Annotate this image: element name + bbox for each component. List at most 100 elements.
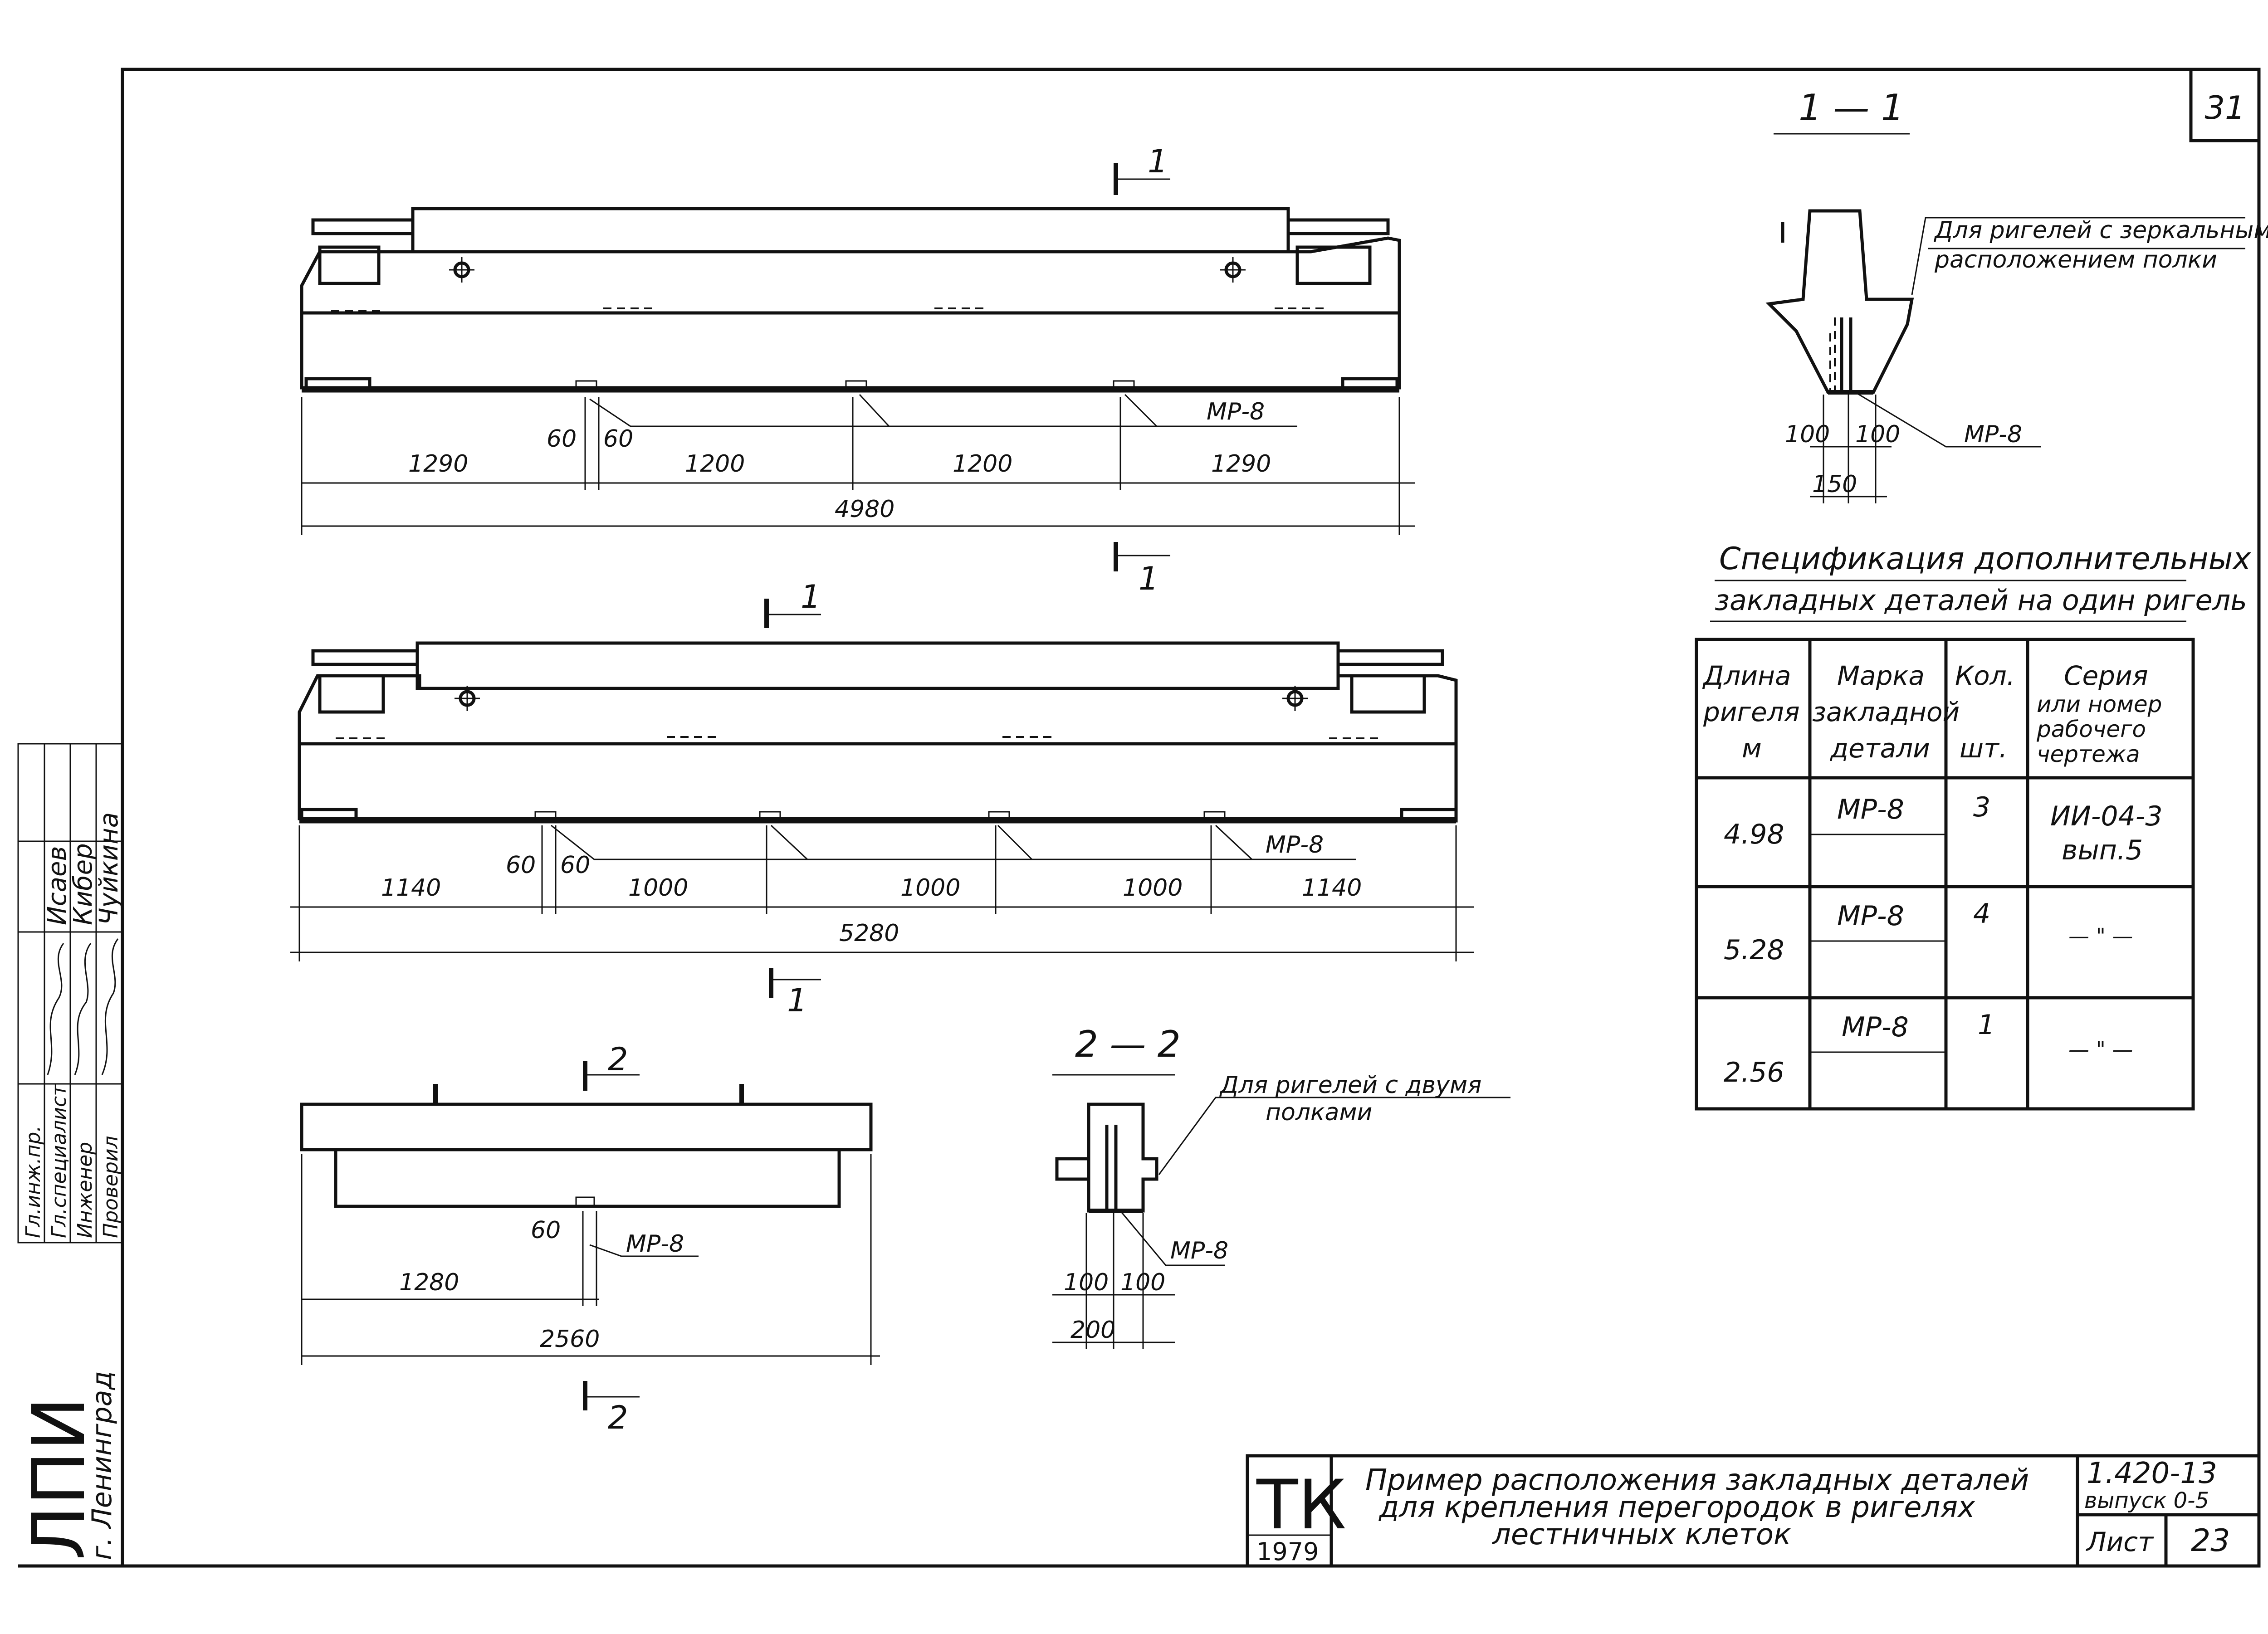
beam-2-top-rib [415, 641, 1340, 690]
spec-row-3-mark: МР-8 [1842, 1011, 1909, 1043]
section-2-2-dim-left: 100 [1064, 1269, 1109, 1296]
section-2-2-dim-right: 100 [1120, 1269, 1165, 1296]
section-1-1: 1 — 1 МР-8 100 100 150 Для ригелей с зер… [1765, 87, 2268, 503]
stamp-role-1: Гл.инж.пр. [22, 1126, 45, 1238]
sheet-value: 23 [2191, 1523, 2230, 1559]
org-logo: ЛПИ [16, 1397, 101, 1560]
spec-row-1-qty: 3 [1973, 791, 1990, 823]
stamp-role-4: Проверил [99, 1136, 122, 1238]
beam-2-gap-right: 60 [560, 852, 590, 879]
spec-header: Длина ригеля м Марка закладной детали Ко… [1702, 660, 2162, 767]
spec-header-series-4: чертежа [2037, 741, 2140, 767]
cut-mark-1-top: 1 [1114, 143, 1170, 195]
beam-3-gap: 60 [531, 1217, 561, 1244]
spec-table: Спецификация дополнительных закладных де… [1695, 541, 2251, 1111]
spec-row-3-qty: 1 [1978, 1009, 1995, 1041]
spec-row-3-series: — " — [2068, 1037, 2133, 1062]
approval-stamp: Гл.инж.пр. Гл.специалист Инженер Провери… [16, 743, 124, 1560]
beam-3-bottom [334, 1148, 841, 1208]
beam-3-mark-label: МР-8 [626, 1230, 684, 1258]
spec-row-3-length: 2.56 [1724, 1057, 1784, 1088]
cut-mark-2-bottom: 1 [769, 968, 821, 1019]
beam-2-dim-d: 1000 [1123, 874, 1183, 902]
svg-text:1: 1 [1139, 560, 1159, 597]
section-2-2-mark: МР-8 [1170, 1237, 1228, 1264]
beam-2-mark-label: МР-8 [1266, 831, 1324, 858]
spec-rows: 4.98 МР-8 3 ИИ-04-3 вып.5 5.28 МР-8 4 — … [1724, 791, 2163, 1088]
cut-mark-1-bottom: 1 [1114, 542, 1170, 597]
spec-header-qty-1: Кол. [1955, 660, 2015, 691]
cut-mark-2-top: 1 [764, 578, 821, 628]
beam-1-dimensions: 60 60 1290 1200 1200 1290 4980 [301, 397, 1415, 535]
section-1-1-title: 1 — 1 [1799, 87, 1904, 129]
section-1-1-mark: МР-8 [1964, 421, 2022, 448]
beam-2-total: 5280 [839, 920, 899, 947]
spec-header-length-1: Длина [1702, 660, 1791, 691]
note-two-shelves-line-1: Для ригелей с двумя [1219, 1072, 1481, 1099]
title-block: ТК 1979 Пример расположения закладных де… [1246, 1454, 2261, 1568]
beam-1-total: 4980 [835, 496, 894, 523]
beam-2-gap-left: 60 [506, 852, 536, 879]
spec-title-line-2: закладных деталей на один ригель [1715, 584, 2247, 617]
spec-title-line-1: Спецификация дополнительных [1719, 541, 2251, 577]
sheet-label: Лист [2086, 1527, 2154, 1557]
spec-row-1-length: 4.98 [1724, 819, 1784, 850]
spec-row-2-mark: МР-8 [1837, 900, 1904, 932]
spec-header-series-2: или номер [2037, 691, 2162, 717]
tk-year: 1979 [1256, 1537, 1319, 1566]
series-code: 1.420-13 [2087, 1457, 2217, 1490]
cut-mark-3-top: 2 [583, 1041, 640, 1091]
note-mirror-line-2: расположением полки [1934, 246, 2217, 273]
drawing-title-line-1: Пример расположения закладных деталей [1365, 1463, 2029, 1497]
beam-1-gap-right: 60 [603, 425, 633, 453]
beam-1-body [300, 236, 1401, 315]
spec-header-qty-2: шт. [1960, 733, 2007, 764]
spec-row-2-qty: 4 [1973, 898, 1990, 930]
beam-1: МР-8 1 1 60 60 1290 1200 1200 129 [300, 143, 1415, 597]
section-1-1-dim-left: 100 [1785, 421, 1830, 448]
beam-2-dim-b: 1000 [628, 874, 688, 902]
spec-row-1-series-1: ИИ-04-3 [2050, 800, 2163, 832]
drawing-title-line-2: для крепления перегородок в ригелях [1378, 1491, 1975, 1524]
org-city: г. Ленинград [86, 1371, 118, 1560]
note-mirror-line-1: Для ригелей с зеркальным [1934, 217, 2268, 244]
signature-1 [47, 943, 64, 1075]
stamp-role-2: Гл.специалист [48, 1084, 71, 1238]
spec-header-mark-2: закладной [1812, 697, 1960, 727]
svg-text:2: 2 [608, 1399, 628, 1436]
series-issue: выпуск 0-5 [2084, 1488, 2209, 1513]
beam-2-dim-e: 1140 [1302, 874, 1362, 902]
spec-row-2-length: 5.28 [1724, 934, 1784, 966]
note-two-shelves-line-2: полками [1266, 1099, 1372, 1126]
beam-2-dimensions: 60 60 1140 1000 1000 1000 1140 5280 [290, 825, 1474, 961]
section-2-2-dim-width: 200 [1070, 1317, 1115, 1344]
svg-text:1: 1 [801, 578, 821, 615]
beam-2-body [298, 674, 1458, 746]
svg-text:2: 2 [608, 1041, 628, 1078]
cut-mark-3-bottom: 2 [583, 1381, 640, 1436]
section-1-1-dim-width: 150 [1812, 471, 1857, 498]
stamp-name-2: Кибер [68, 843, 98, 925]
signature-2 [74, 943, 92, 1075]
beam-1-dim-c: 1200 [953, 450, 1012, 478]
beam-2: МР-8 1 1 60 60 1140 1000 1000 1000 [290, 578, 1474, 1019]
spec-row-2-series: — " — [2068, 924, 2133, 948]
stamp-role-3: Инженер [73, 1142, 97, 1238]
beam-3-half: 1280 [399, 1269, 459, 1296]
spec-header-length-3: м [1742, 733, 1762, 764]
beam-1-dim-d: 1290 [1211, 450, 1271, 478]
beam-1-dim-b: 1200 [685, 450, 745, 478]
sheet-number-box: 31 [2189, 69, 2259, 142]
spec-row-1-mark: МР-8 [1837, 794, 1904, 825]
stamp-name-1: Исаев [43, 846, 72, 925]
svg-text:1: 1 [1148, 143, 1168, 180]
svg-text:1: 1 [787, 982, 807, 1019]
section-1-1-dim-right: 100 [1855, 421, 1900, 448]
spec-header-series-1: Серия [2064, 660, 2148, 691]
beam-1-mark-label: МР-8 [1207, 398, 1265, 425]
spec-header-series-3: рабочего [2036, 716, 2146, 742]
signature-3 [101, 938, 119, 1075]
drawing-title-line-3: лестничных клеток [1491, 1518, 1791, 1551]
spec-header-mark-3: детали [1830, 733, 1930, 764]
